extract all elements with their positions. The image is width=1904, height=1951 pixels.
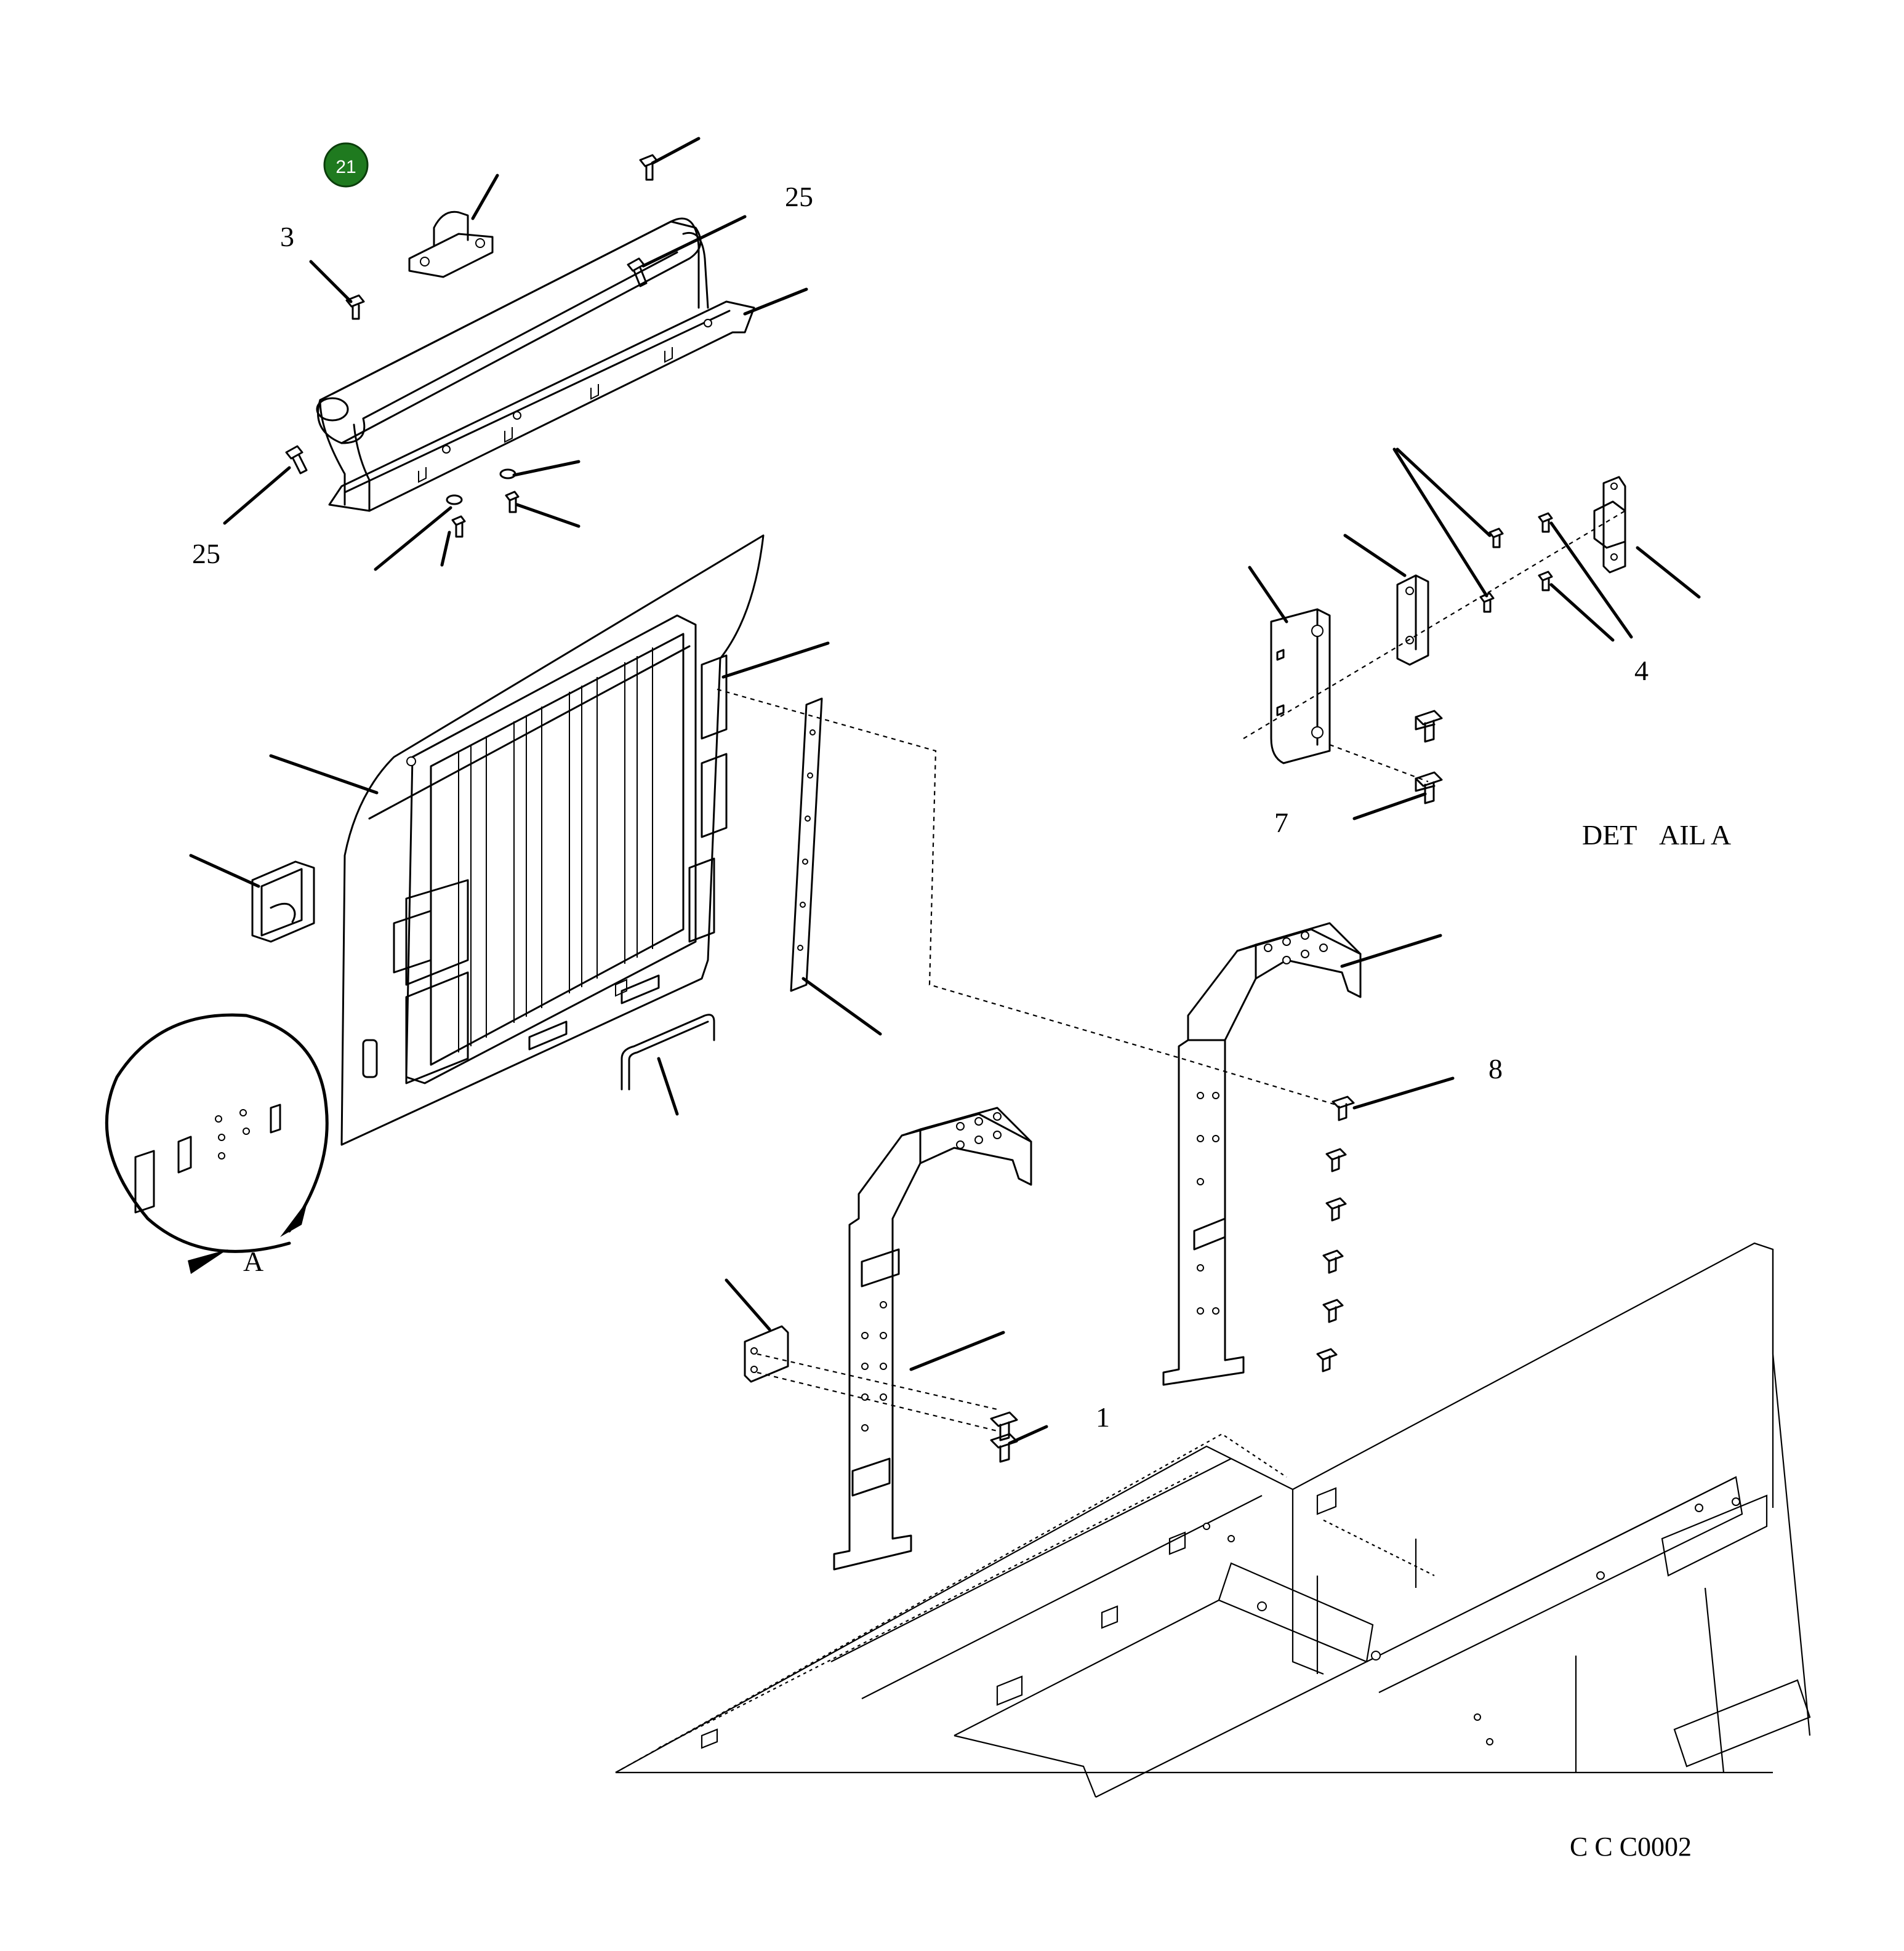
label-item-3: 3 [280, 221, 294, 252]
flange-bolt-column-item-8 [1316, 1096, 1355, 1372]
support-post-right [1162, 922, 1362, 1386]
detail-a-hardware [1243, 476, 1626, 804]
bolt-item-25-left [285, 445, 308, 475]
label-view-a: A [243, 1246, 263, 1277]
grab-handle-rail [316, 217, 755, 512]
bolt-top-right [639, 154, 659, 181]
support-post-left [833, 1107, 1032, 1571]
label-item-25-left: 25 [192, 538, 220, 569]
chassis-frame [615, 1242, 1811, 1798]
washer-pair [446, 468, 520, 538]
post-clamp-plate [744, 1325, 998, 1432]
callout-badge-21[interactable]: 21 [323, 142, 369, 188]
label-item-25-top: 25 [785, 181, 813, 212]
alignment-dashed-line [717, 688, 1336, 1106]
flange-bolts-item-1 [990, 1411, 1018, 1463]
handle-mount-bracket [408, 210, 494, 278]
detail-title-ail-a: AIL A [1659, 819, 1731, 851]
seal-strip [790, 697, 823, 992]
label-item-1: 1 [1096, 1401, 1110, 1433]
label-item-4: 4 [1634, 655, 1649, 686]
latch-assembly [251, 860, 315, 943]
label-item-8: 8 [1488, 1053, 1503, 1084]
bolt-item-3 [345, 294, 365, 320]
bent-rod [621, 1014, 715, 1091]
detail-title-det: DET [1582, 819, 1637, 851]
svg-text:21: 21 [335, 157, 356, 177]
detail-a-reference-circle[interactable] [105, 1013, 329, 1274]
radiator-guard-panel [340, 534, 765, 1146]
label-item-7: 7 [1274, 807, 1288, 838]
leader-lines [189, 137, 1701, 1445]
drawing-code: C C C0002 [1570, 1832, 1692, 1862]
